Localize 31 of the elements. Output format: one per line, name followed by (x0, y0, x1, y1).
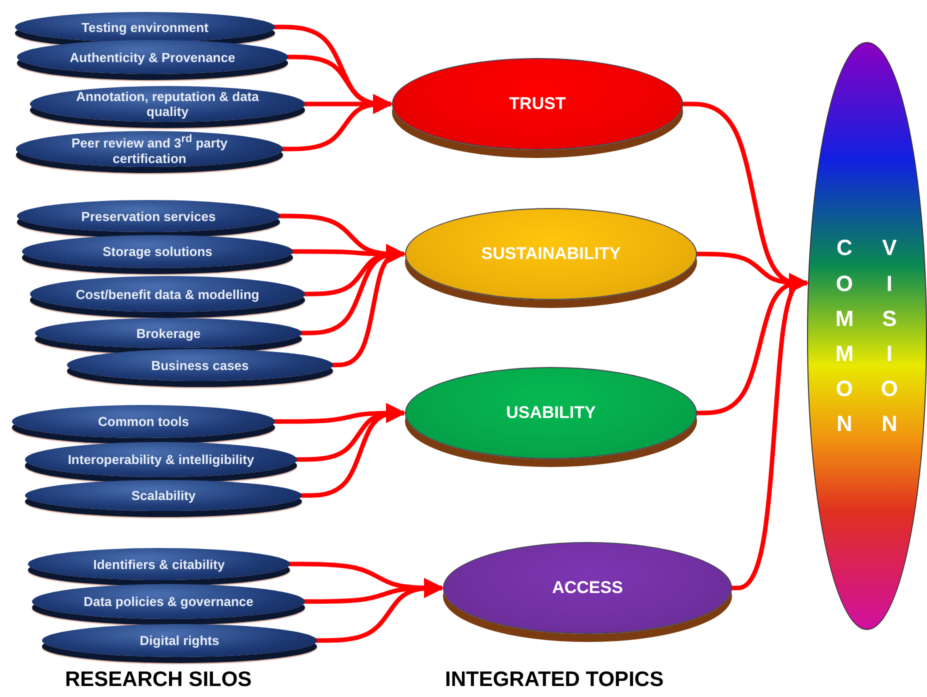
column-heading: RESEARCH SILOS (65, 668, 252, 692)
topic-label: USABILITY (506, 403, 596, 423)
topic-label: SUSTAINABILITY (481, 244, 621, 264)
silo-label: Scalability (131, 488, 196, 503)
topic-label: ACCESS (552, 578, 623, 598)
topic-label: TRUST (509, 94, 566, 114)
silo-label: Authenticity & Provenance (70, 50, 236, 64)
silo-disc (15, 12, 275, 42)
arrow (315, 578, 444, 643)
arrow (281, 94, 394, 152)
arrow (730, 272, 809, 590)
arrow (331, 244, 406, 368)
silo-label: Peer review and 3$^{rd}$ party certification (70, 132, 229, 166)
silo-label: Storage solutions (102, 244, 212, 259)
silo-label: Testing environment (82, 20, 208, 34)
silo-disc (35, 318, 302, 348)
vertical-title: VISION (880, 234, 900, 438)
silo-label: Preservation services (81, 208, 216, 224)
silo-label: Brokerage (136, 326, 201, 340)
silo-disc (67, 349, 333, 381)
silo-label: Data policies & governance (84, 594, 254, 609)
silo-label: Business cases (151, 358, 249, 372)
silo-label: Cost/benefit data & modelling (76, 286, 260, 302)
silo-label: Identifiers & citability (93, 556, 225, 572)
arrow (300, 402, 406, 498)
column-heading: INTEGRATED TOPICS (445, 668, 664, 692)
vertical-title: COMMON (834, 234, 854, 438)
silo-label: Common tools (98, 414, 189, 429)
silo-label: Annotation, reputation & data quality (75, 89, 260, 119)
silo-label: Digital rights (140, 633, 220, 648)
silo-label: Interoperability & intelligibility (68, 452, 254, 467)
